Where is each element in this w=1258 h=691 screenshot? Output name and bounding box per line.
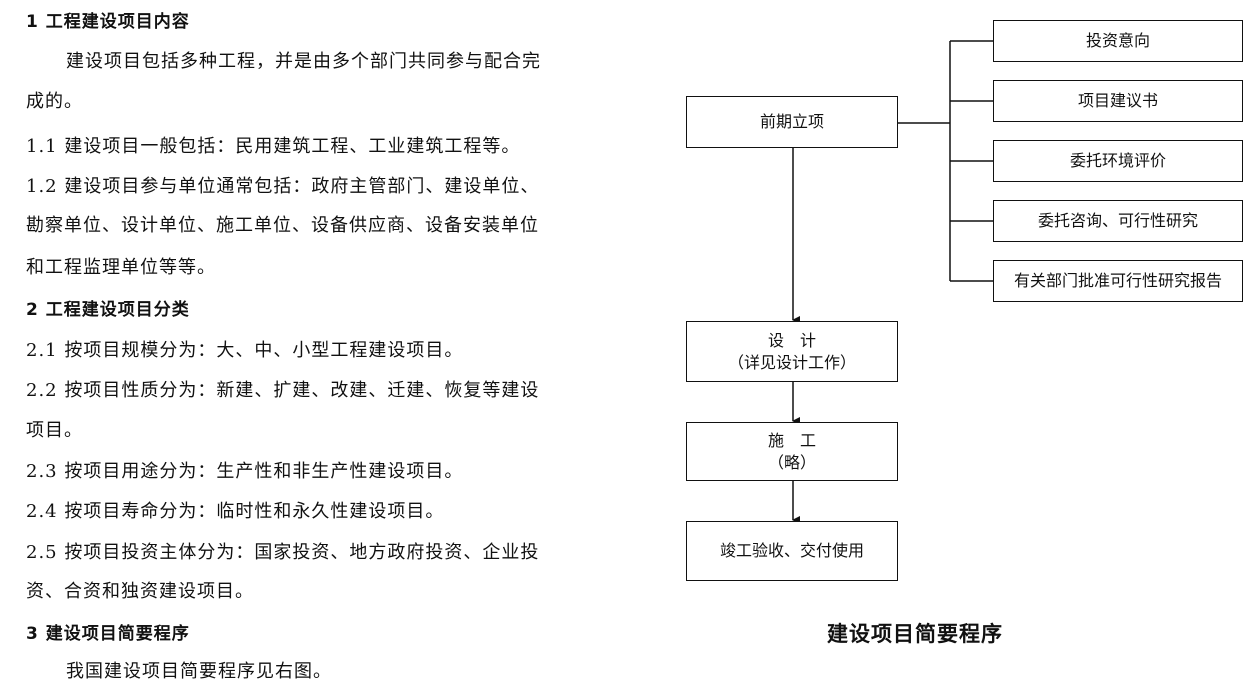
item-2-3: 2.3 按项目用途分为：生产性和非生产性建设项目。	[26, 461, 464, 482]
branch-box-3: 委托环境评价	[993, 140, 1243, 182]
item-2-4: 2.4 按项目寿命分为：临时性和永久性建设项目。	[26, 501, 445, 522]
figure-caption: 建设项目简要程序	[827, 622, 1003, 646]
section-2-heading: 2 工程建设项目分类	[26, 300, 190, 320]
step-construction-label: 施 工	[767, 430, 816, 450]
item-1-2-line-3: 和工程监理单位等等。	[26, 257, 216, 278]
step-design-note: （详见设计工作）	[727, 352, 856, 372]
step-design-label: 设 计	[767, 330, 816, 350]
step-initiation-box: 前期立项	[686, 96, 898, 148]
item-2-5-line-2: 资、合资和独资建设项目。	[26, 581, 254, 602]
item-1-2-line-2: 勘察单位、设计单位、施工单位、设备供应商、设备安装单位	[26, 215, 539, 236]
branch-label-4: 委托咨询、可行性研究	[1037, 211, 1198, 230]
branch-box-2: 项目建议书	[993, 80, 1243, 122]
step-design-box: 设 计 （详见设计工作）	[686, 321, 898, 382]
section-3-heading: 3 建设项目简要程序	[26, 624, 190, 644]
step-construction-note: （略）	[767, 452, 816, 472]
item-2-2-line-1: 2.2 按项目性质分为：新建、扩建、改建、迁建、恢复等建设	[26, 380, 540, 401]
section-1-paragraph-line-1: 建设项目包括多种工程，并是由多个部门共同参与配合完	[66, 51, 541, 72]
branch-box-5: 有关部门批准可行性研究报告	[993, 260, 1243, 302]
branch-label-2: 项目建议书	[1077, 91, 1158, 110]
branch-label-3: 委托环境评价	[1069, 151, 1166, 170]
item-2-1: 2.1 按项目规模分为：大、中、小型工程建设项目。	[26, 340, 464, 361]
item-1-1: 1.1 建设项目一般包括：民用建筑工程、工业建筑工程等。	[26, 136, 521, 157]
section-1-paragraph-line-2: 成的。	[26, 91, 83, 112]
branch-label-5: 有关部门批准可行性研究报告	[1013, 271, 1222, 290]
item-1-2-line-1: 1.2 建设项目参与单位通常包括：政府主管部门、建设单位、	[26, 176, 540, 197]
step-completion-box: 竣工验收、交付使用	[686, 521, 898, 581]
branch-box-4: 委托咨询、可行性研究	[993, 200, 1243, 242]
branch-label-1: 投资意向	[1085, 31, 1150, 50]
section-3-paragraph: 我国建设项目简要程序见右图。	[66, 661, 332, 682]
branch-box-1: 投资意向	[993, 20, 1243, 62]
section-1-heading: 1 工程建设项目内容	[26, 12, 190, 32]
step-initiation-label: 前期立项	[759, 112, 824, 131]
step-completion-label: 竣工验收、交付使用	[719, 541, 864, 560]
item-2-5-line-1: 2.5 按项目投资主体分为：国家投资、地方政府投资、企业投	[26, 542, 540, 563]
item-2-2-line-2: 项目。	[26, 420, 83, 441]
step-construction-box: 施 工 （略）	[686, 422, 898, 481]
